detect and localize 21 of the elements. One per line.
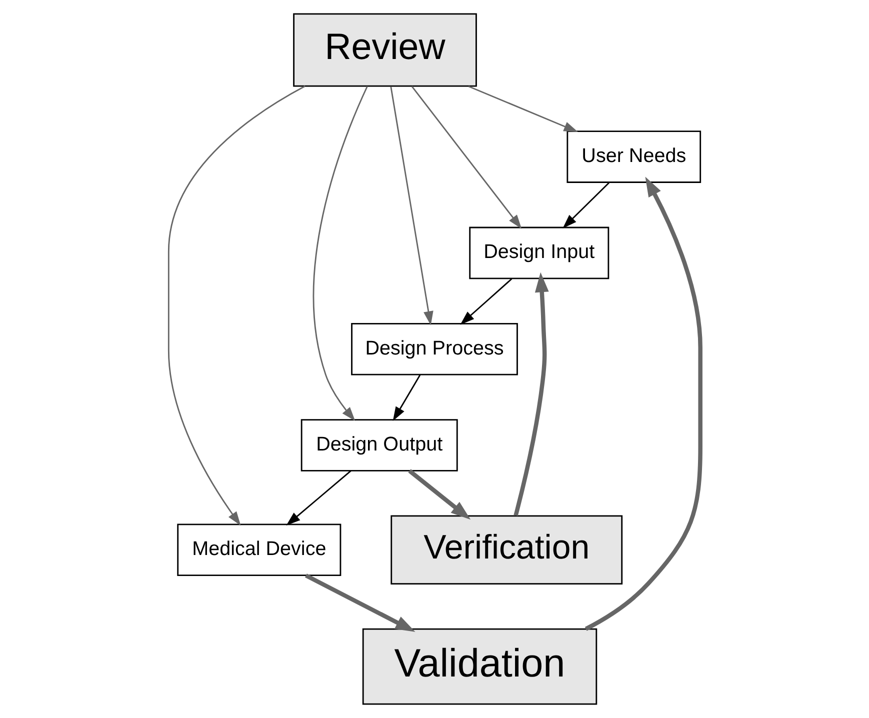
arrow	[304, 574, 416, 632]
arrow	[562, 182, 610, 228]
arrow	[460, 278, 512, 325]
arrow	[168, 86, 306, 526]
node-box: Design Input	[469, 226, 610, 280]
arrow	[468, 86, 578, 132]
arrow	[584, 176, 702, 631]
node-box: Design Output	[300, 419, 458, 472]
arrow	[312, 86, 368, 421]
arrow	[408, 469, 471, 520]
node-box: Design Process	[351, 322, 518, 376]
arrow	[411, 86, 522, 229]
arrow	[392, 374, 421, 422]
arrow	[286, 470, 352, 526]
node-box: Verification	[390, 515, 623, 585]
node-box: User Needs	[566, 130, 702, 183]
arrow	[390, 86, 434, 326]
arrow	[514, 272, 549, 516]
node-box: Medical Device	[177, 524, 342, 576]
node-box: Review	[293, 13, 477, 87]
node-box: Validation	[362, 628, 598, 705]
